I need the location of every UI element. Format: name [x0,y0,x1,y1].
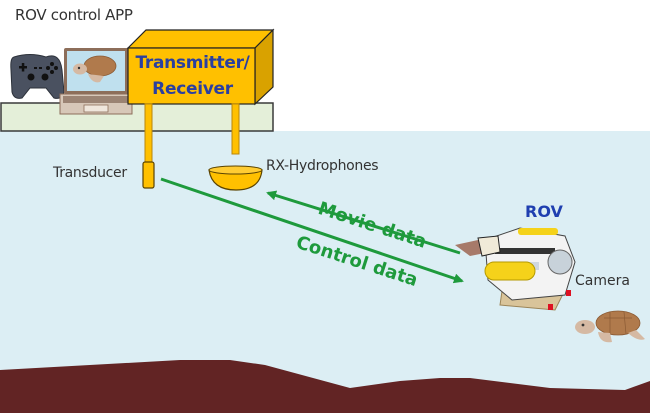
transmitter-label-line1: Transmitter/ [135,53,250,73]
transmitter-label-line2: Receiver [152,79,233,99]
camera-label: Camera [575,273,630,289]
hydrophone-rim [208,165,263,175]
rx-hydrophones-label: RX-Hydrophones [266,158,379,174]
rov-vehicle-icon [455,227,576,311]
laptop-icon [59,48,133,115]
transducer-label: Transducer [53,165,127,181]
seabed [0,360,650,413]
gamepad-icon [10,54,65,99]
transmitter-receiver-box [126,28,275,106]
sea-turtle-icon [575,310,645,343]
hydrophone-icon [208,169,263,191]
control-data-arrow [160,177,464,284]
rov-label: ROV [525,202,563,221]
desk-shelf [0,102,274,132]
hydrophone-pole [231,103,240,155]
movie-data-arrow [266,190,461,255]
app-label: ROV control APP [15,6,133,24]
transmitter-receiver-label: Transmitter/ Receiver [130,50,255,102]
transducer-icon [142,161,155,189]
transducer-pole [144,103,153,163]
